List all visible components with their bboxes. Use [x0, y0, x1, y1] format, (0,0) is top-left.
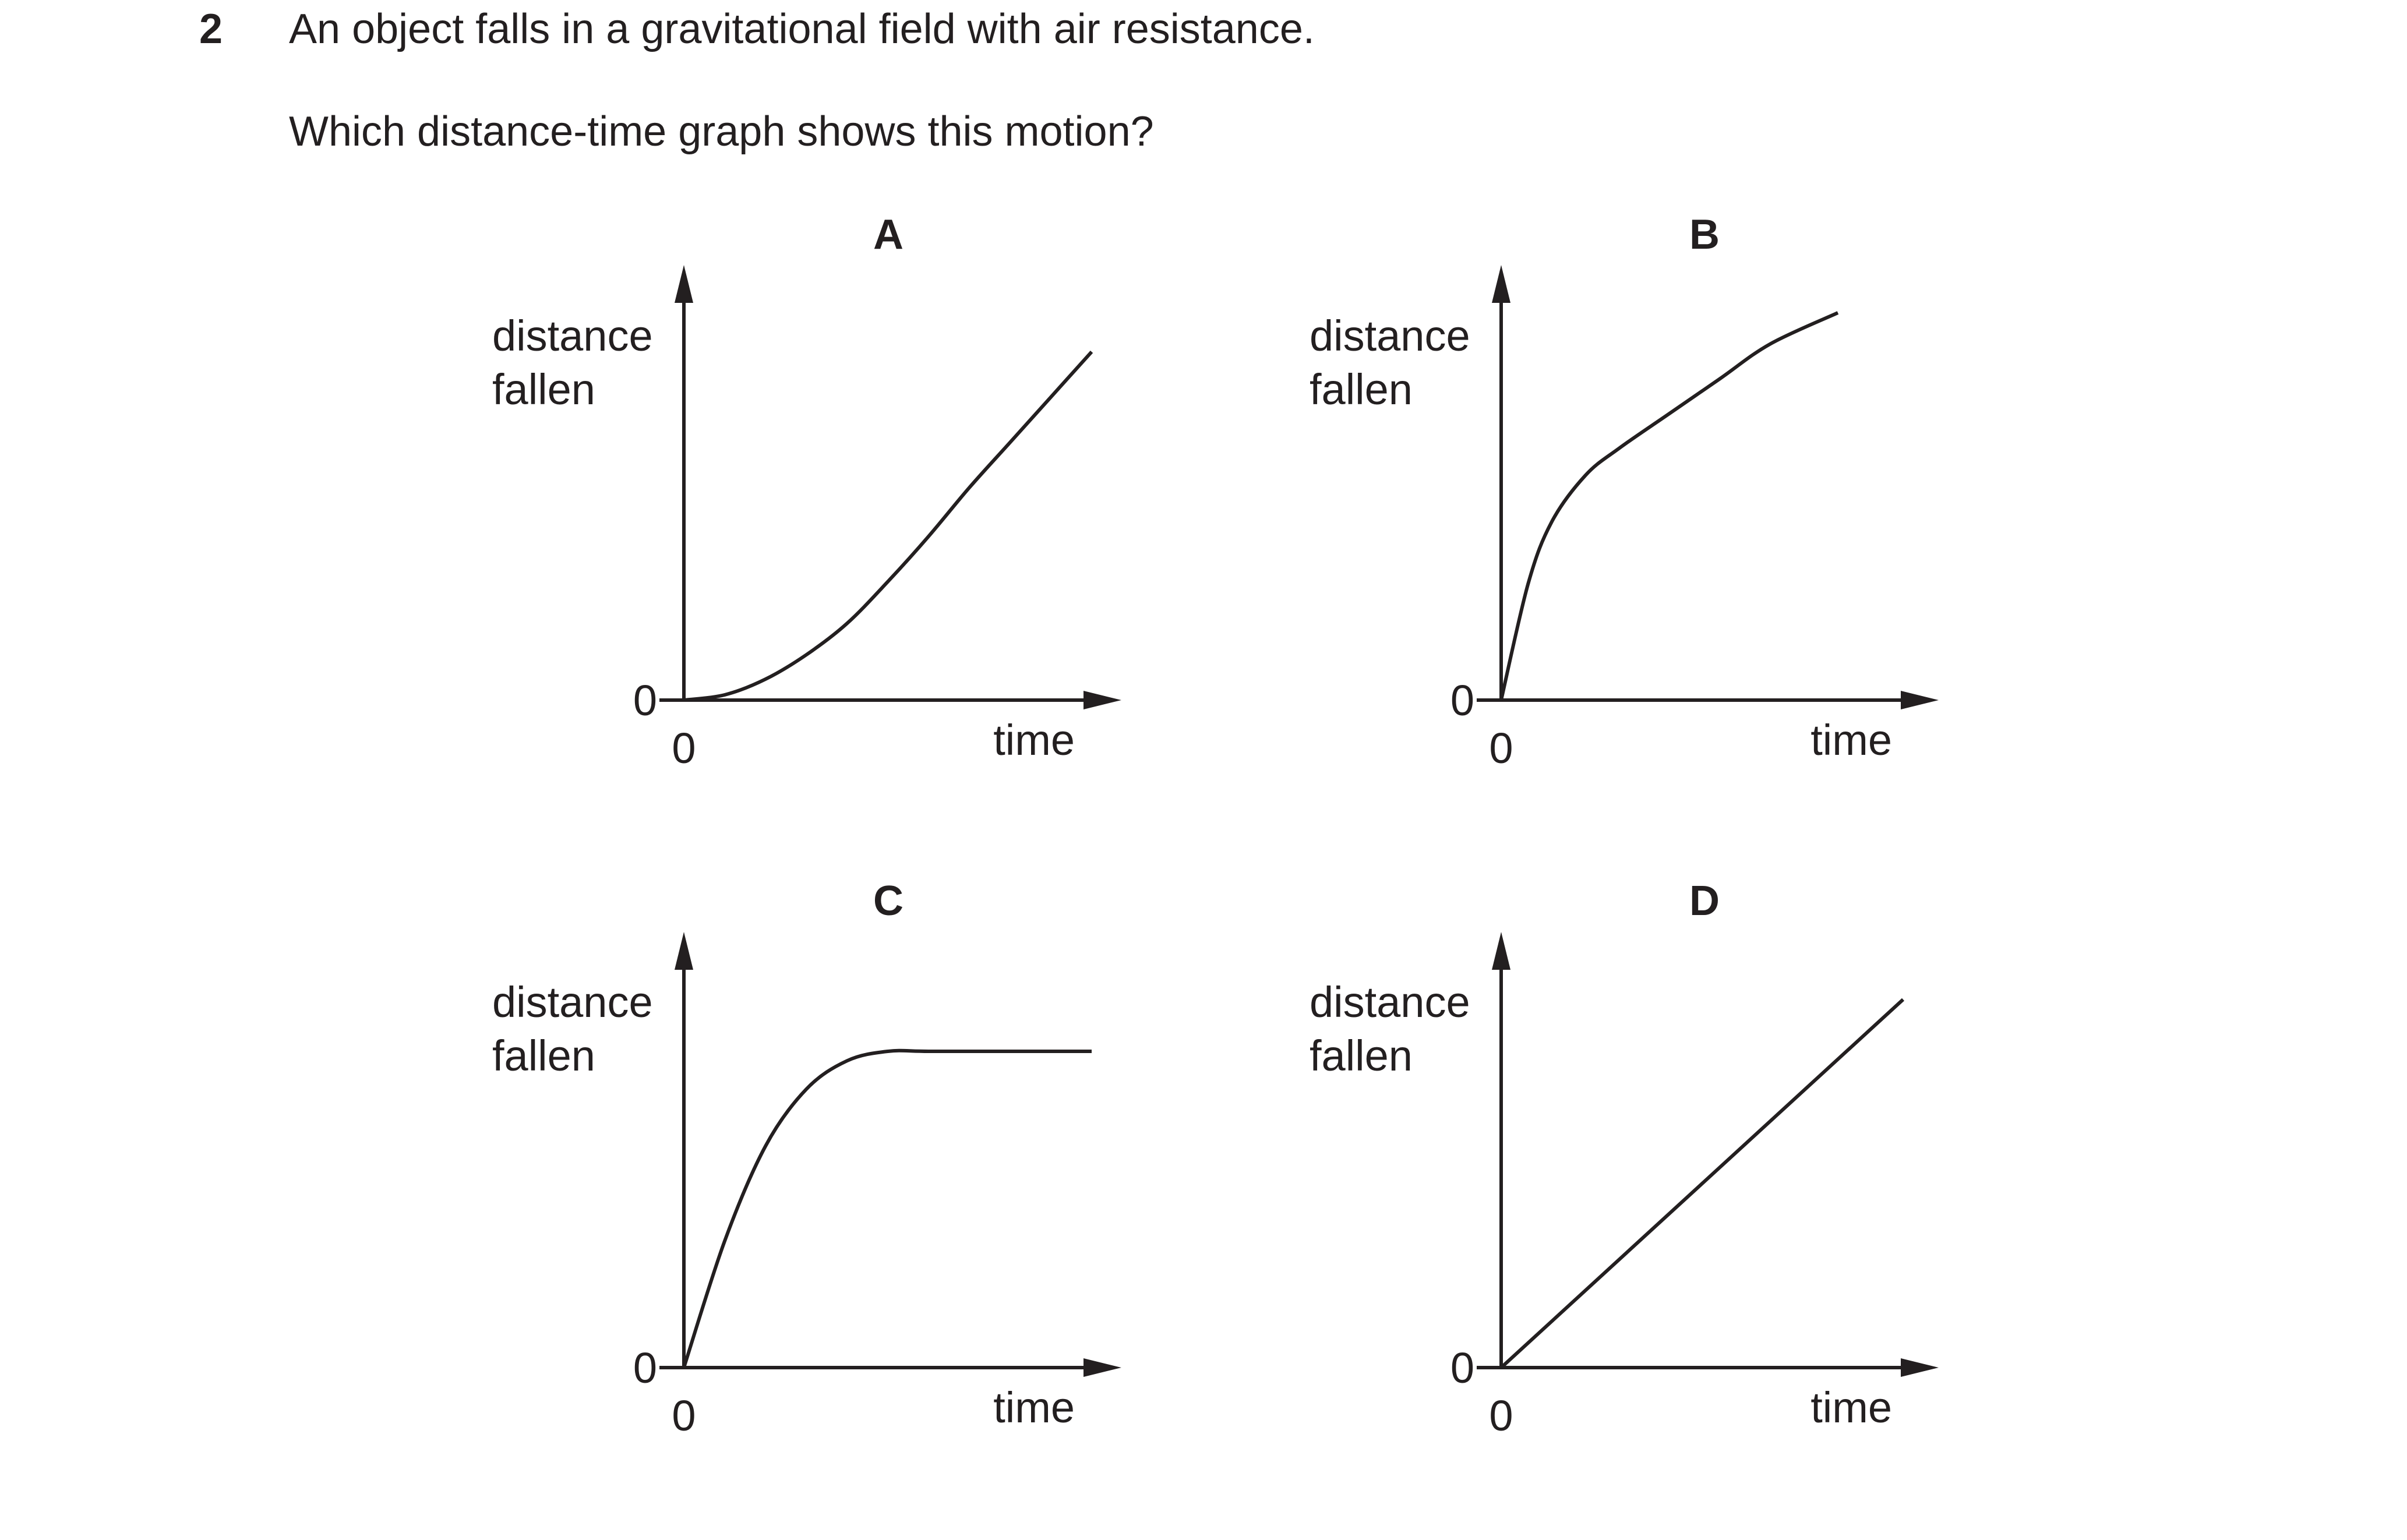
- graph-d: D distance fallen 0 0 time: [1310, 878, 1939, 1440]
- option-label-b: B: [1689, 211, 1720, 258]
- y-origin-label: 0: [633, 1344, 657, 1392]
- y-axis-arrow: [675, 932, 693, 970]
- data-curve: [682, 1048, 1092, 1368]
- question-number: 2: [199, 6, 223, 52]
- graph-a: A distance fallen 0 0 time: [492, 211, 1121, 772]
- option-label-a: A: [873, 211, 903, 258]
- y-axis-label-line2: fallen: [492, 365, 595, 414]
- x-axis-arrow: [1083, 1358, 1121, 1377]
- x-origin-label: 0: [1489, 724, 1513, 772]
- y-axis-label-line1: distance: [1310, 978, 1470, 1026]
- y-axis-arrow: [1492, 932, 1510, 970]
- x-axis-arrow: [1083, 691, 1121, 709]
- y-axis-label-line1: distance: [492, 312, 653, 360]
- y-axis-label-line2: fallen: [1310, 1032, 1413, 1080]
- x-origin-label: 0: [672, 1391, 696, 1440]
- x-axis-arrow: [1901, 1358, 1939, 1377]
- y-axis-arrow: [675, 265, 693, 303]
- question-prompt: Which distance-time graph shows this mot…: [289, 108, 1154, 155]
- graph-b: B distance fallen 0 0 time: [1310, 211, 1939, 772]
- x-axis-arrow: [1901, 691, 1939, 709]
- x-axis-label: time: [993, 1383, 1075, 1432]
- y-origin-label: 0: [633, 676, 657, 725]
- y-axis-label-line2: fallen: [1310, 365, 1413, 414]
- y-axis-label-line2: fallen: [492, 1032, 595, 1080]
- y-axis-label-line1: distance: [492, 978, 653, 1026]
- data-curve: [1499, 998, 1905, 1369]
- y-origin-label: 0: [1450, 676, 1474, 725]
- x-axis-label: time: [993, 716, 1075, 764]
- question-stem: An object falls in a gravitational field…: [289, 6, 1315, 52]
- x-axis-label: time: [1810, 1383, 1892, 1432]
- x-origin-label: 0: [1489, 1391, 1513, 1440]
- y-origin-label: 0: [1450, 1344, 1474, 1392]
- graph-c: C distance fallen 0 0 time: [492, 878, 1121, 1440]
- y-axis-label-line1: distance: [1310, 312, 1470, 360]
- data-curve: [683, 350, 1093, 702]
- data-curve: [1499, 311, 1839, 701]
- x-origin-label: 0: [672, 724, 696, 772]
- option-label-c: C: [873, 878, 903, 924]
- option-label-d: D: [1689, 878, 1720, 924]
- y-axis-arrow: [1492, 265, 1510, 303]
- x-axis-label: time: [1810, 716, 1892, 764]
